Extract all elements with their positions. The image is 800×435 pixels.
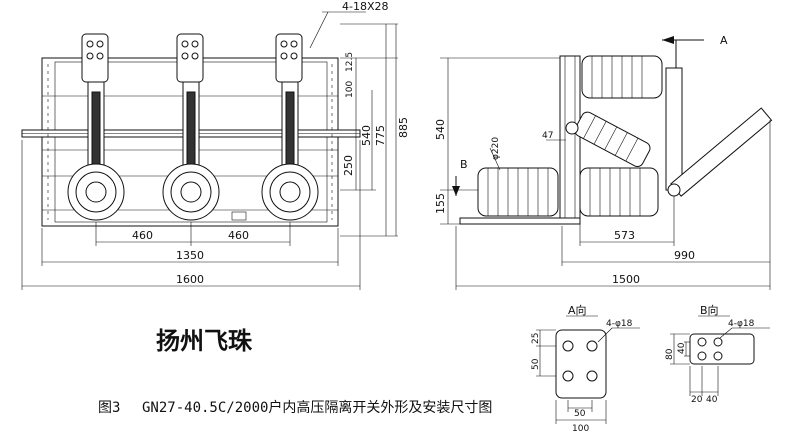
- side-view: A B φ220 47 540 155: [434, 34, 773, 290]
- front-dim-460-left: 460: [132, 229, 153, 242]
- blade-open: [670, 107, 773, 197]
- front-dim-460-right: 460: [228, 229, 249, 242]
- view-b-dim-20: 20: [691, 395, 703, 405]
- front-dim-1600: 1600: [176, 273, 204, 286]
- diagonal-insulator: [574, 111, 651, 168]
- view-a: A向 4-φ18 25 50 50 100: [531, 303, 640, 434]
- side-dim-155: 155: [434, 193, 447, 214]
- view-a-title: A向: [568, 303, 587, 317]
- front-dim-100: 100: [345, 81, 355, 98]
- arrow-b-label: B: [460, 158, 468, 171]
- front-dim-250: 250: [342, 155, 355, 176]
- top-hole-label: 4-18X28: [342, 0, 389, 13]
- front-dim-540: 540: [360, 125, 373, 146]
- side-dim-1500: 1500: [612, 273, 640, 286]
- brand-text: 扬州飞珠: [156, 326, 253, 355]
- view-a-dim-100: 100: [572, 424, 589, 434]
- pole-left: [67, 33, 125, 221]
- pole-right: [261, 33, 319, 221]
- view-a-plate: [555, 329, 607, 399]
- front-dim-1350: 1350: [176, 249, 204, 262]
- view-b-dim-80: 80: [665, 348, 675, 360]
- view-b: B向 4-φ18 80 40 20 40: [665, 303, 770, 405]
- view-b-holes: 4-φ18: [728, 319, 755, 329]
- side-dim-540: 540: [434, 119, 447, 140]
- front-view: 4-18X28 100 12.5 250 540 775 885: [21, 0, 410, 290]
- view-b-title: B向: [700, 303, 719, 317]
- front-dim-12-5: 12.5: [345, 52, 355, 72]
- caption-title: GN27-40.5C/2000户内高压隔离开关外形及安装尺寸图: [142, 399, 492, 416]
- view-a-dim-25: 25: [531, 333, 541, 344]
- right-bottom-insulator: [579, 167, 659, 217]
- blade-vertical: [665, 67, 683, 191]
- caption-figure: 图3: [98, 400, 120, 416]
- view-b-dim-40-left: 40: [677, 342, 687, 354]
- pole-middle: [162, 33, 220, 221]
- side-dim-573: 573: [614, 229, 635, 242]
- arrow-a-label: A: [720, 34, 728, 47]
- side-dim-990: 990: [674, 249, 695, 262]
- side-dim-dia220: φ220: [491, 137, 501, 160]
- front-dim-885: 885: [397, 117, 410, 138]
- view-b-dim-40-bottom: 40: [706, 395, 718, 405]
- side-dim-47: 47: [542, 131, 553, 141]
- view-a-dim-50-left: 50: [531, 358, 541, 370]
- view-a-dim-50-bottom: 50: [574, 409, 586, 419]
- view-a-holes: 4-φ18: [606, 319, 633, 329]
- front-dim-775: 775: [374, 125, 387, 146]
